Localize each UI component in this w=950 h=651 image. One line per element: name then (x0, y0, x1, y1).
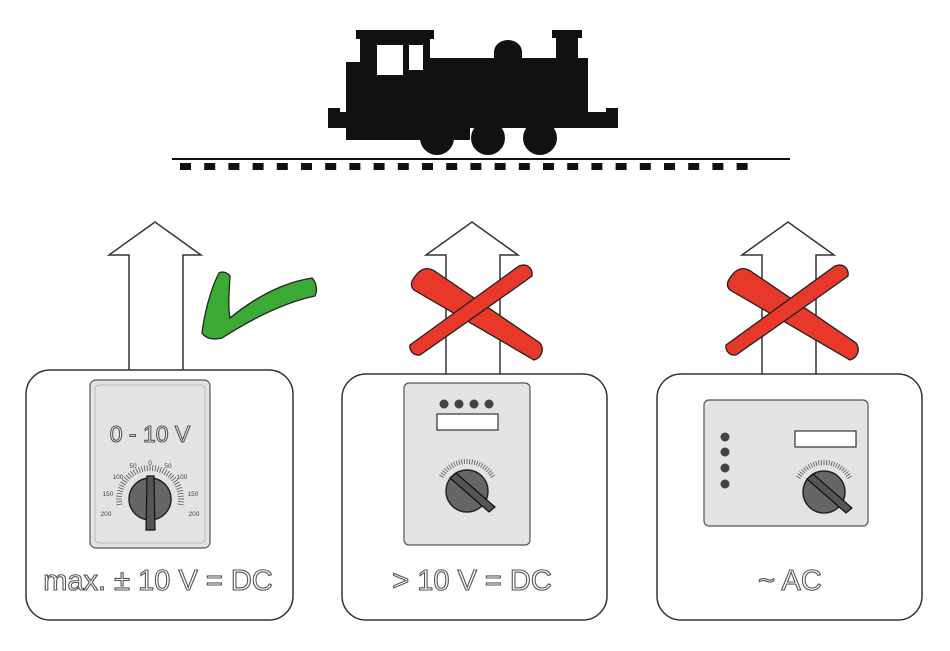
check-mark-icon (202, 272, 316, 339)
track-sleeper (204, 163, 215, 170)
indicator-led (440, 400, 449, 409)
signal-arrow (109, 222, 201, 370)
track-sleeper (688, 163, 699, 170)
track-sleeper (180, 163, 191, 170)
track-rail (172, 159, 790, 170)
track-sleeper (228, 163, 239, 170)
track-sleeper (349, 163, 360, 170)
track-sleeper (543, 163, 554, 170)
indicator-led (721, 464, 730, 473)
panel-ac: ~ AC (657, 222, 922, 620)
track-sleepers (180, 163, 748, 170)
track-sleeper (301, 163, 312, 170)
indicator-led (485, 400, 494, 409)
ac-transformer-device (704, 400, 868, 526)
indicator-led (721, 448, 730, 457)
scale-label: 200 (101, 511, 112, 518)
indicator-led (721, 480, 730, 489)
panel-dc-over-10v: > 10 V = DC (342, 222, 607, 620)
track-sleeper (374, 163, 385, 170)
display-window (795, 431, 856, 447)
panel-dc-10v: 0 - 10 V 200 150 100 50 0 50 100 150 200… (26, 222, 316, 620)
track-sleeper (398, 163, 409, 170)
scale-label: 150 (188, 491, 199, 498)
device-range-text: 0 - 10 V (110, 421, 191, 447)
track-sleeper (422, 163, 433, 170)
track-sleeper (664, 163, 675, 170)
dc-power-supply-device (404, 383, 530, 545)
track-sleeper (567, 163, 578, 170)
display-window (437, 414, 498, 430)
panel-label: > 10 V = DC (392, 565, 552, 597)
scale-label: 50 (129, 463, 137, 470)
scale-label: 100 (113, 474, 124, 481)
scale-label: 150 (103, 491, 114, 498)
indicator-led (455, 400, 464, 409)
track-sleeper (591, 163, 602, 170)
scale-label: 200 (189, 511, 200, 518)
track-sleeper (253, 163, 264, 170)
track-sleeper (495, 163, 506, 170)
locomotive-icon (328, 30, 618, 155)
track-sleeper (616, 163, 627, 170)
track-sleeper (446, 163, 457, 170)
track-sleeper (277, 163, 288, 170)
track-sleeper (737, 163, 748, 170)
dc-controller-device: 0 - 10 V 200 150 100 50 0 50 100 150 200 (90, 380, 210, 548)
track-sleeper (519, 163, 530, 170)
indicator-led (721, 433, 730, 442)
scale-label: 50 (164, 463, 172, 470)
track-sleeper (325, 163, 336, 170)
panel-label: ~ AC (758, 565, 822, 597)
track-sleeper (712, 163, 723, 170)
track-sleeper (470, 163, 481, 170)
knob-pointer (146, 476, 155, 530)
indicator-led (470, 400, 479, 409)
scale-label: 0 (148, 460, 152, 467)
scale-label: 100 (177, 474, 188, 481)
track-sleeper (640, 163, 651, 170)
panel-label: max. ± 10 V = DC (43, 565, 272, 597)
